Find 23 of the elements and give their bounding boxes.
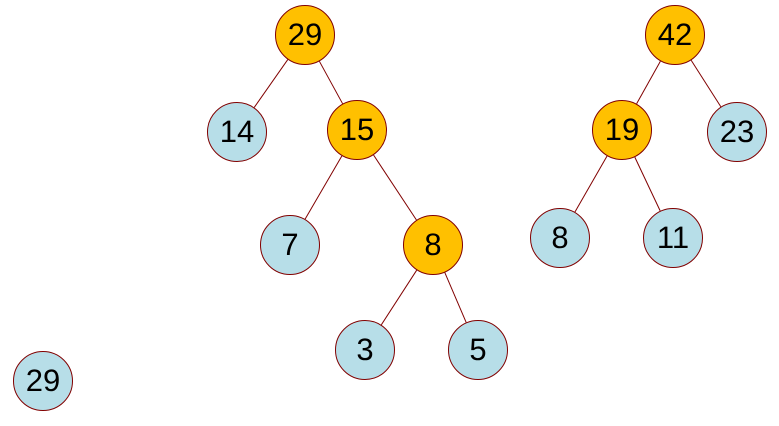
tree-edge xyxy=(636,60,661,104)
node-value: 23 xyxy=(720,114,754,150)
node-value: 19 xyxy=(604,112,640,148)
tree-edge xyxy=(634,156,661,212)
node-value: 3 xyxy=(356,332,374,368)
tree-edge xyxy=(373,154,417,220)
node-value: 7 xyxy=(281,227,299,263)
tree-edge xyxy=(690,60,722,108)
node-value: 11 xyxy=(656,220,690,256)
tree-edge xyxy=(574,156,608,212)
tree-edge xyxy=(318,60,344,104)
node-value: 29 xyxy=(288,17,322,53)
tree-edge xyxy=(380,270,418,326)
node-value: 14 xyxy=(220,114,254,150)
node-value: 5 xyxy=(469,332,487,368)
tree-edge xyxy=(254,59,288,108)
node-value: 42 xyxy=(658,17,692,53)
tree-edge xyxy=(444,272,467,323)
node-value: 15 xyxy=(340,112,374,148)
node-value: 8 xyxy=(551,220,569,256)
node-value: 29 xyxy=(26,363,60,399)
tree-edge xyxy=(304,155,342,220)
node-value: 8 xyxy=(424,227,442,263)
